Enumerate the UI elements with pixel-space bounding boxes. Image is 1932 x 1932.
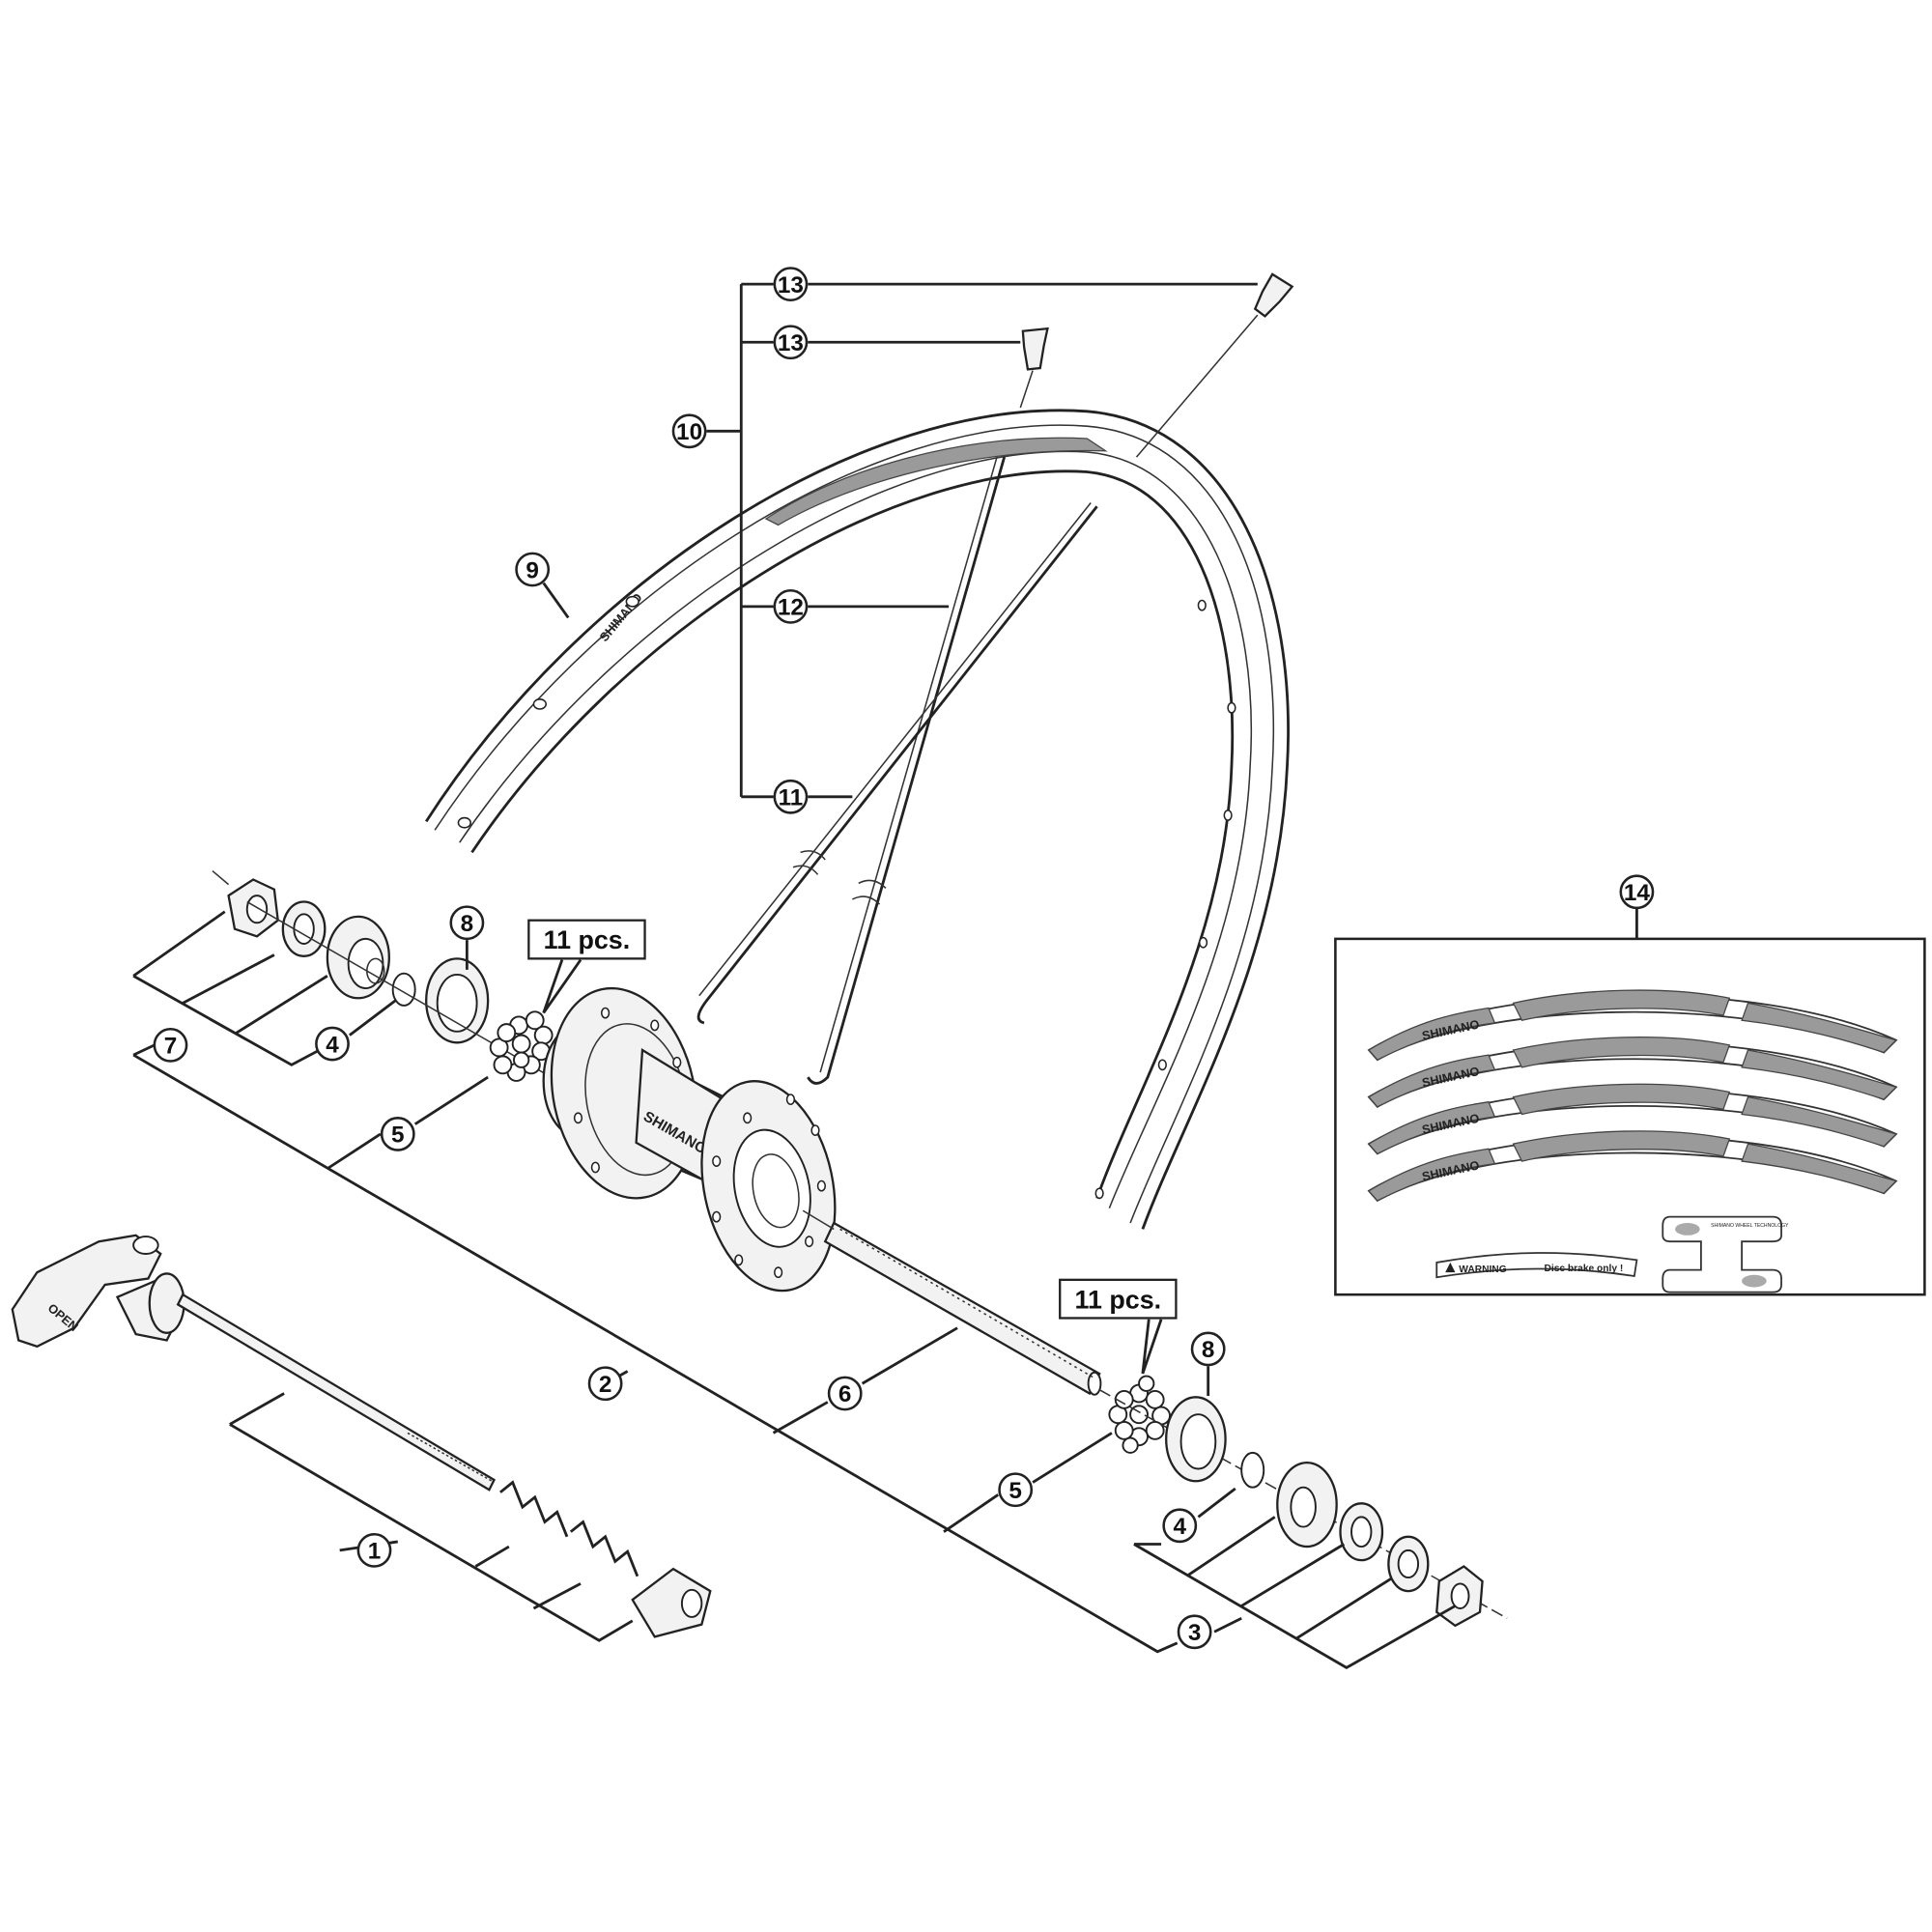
spoke-nipple-13-upper — [1135, 272, 1294, 458]
callout-1: 1 — [356, 1532, 392, 1568]
callout-6: 6 — [827, 1376, 863, 1411]
right-dust-ring — [1240, 1451, 1265, 1489]
callout-5-left: 5 — [380, 1117, 415, 1151]
callout-7: 7 — [153, 1027, 188, 1063]
rim-decal-3: SHIMANO — [1367, 1083, 1898, 1155]
svg-text:12: 12 — [778, 595, 804, 621]
rim-decal — [764, 437, 1108, 526]
callout-10: 10 — [671, 413, 707, 449]
quick-release-spring-2 — [569, 1520, 639, 1577]
svg-text:SHIMANO WHEEL TECHNOLOGY: SHIMANO WHEEL TECHNOLOGY — [1711, 1223, 1789, 1229]
callout-4-left: 4 — [315, 1026, 350, 1062]
left-cone — [326, 915, 390, 1000]
callout-13-upper: 13 — [773, 267, 809, 302]
spoke-nipple-13-lower — [1019, 327, 1049, 409]
quick-release-lever: OPEN — [11, 1234, 187, 1349]
left-locknut — [212, 869, 279, 938]
rim-decal-1: SHIMANO — [1367, 989, 1898, 1062]
quick-release-skewer — [176, 1293, 497, 1492]
wheel-technology-decal: SHIMANO WHEEL TECHNOLOGY — [1662, 1215, 1789, 1293]
left-ball-bearings — [489, 1010, 554, 1082]
svg-text:13: 13 — [778, 272, 804, 298]
hub-body: SHIMANO — [542, 986, 837, 1293]
svg-text:7: 7 — [164, 1034, 178, 1060]
svg-text:5: 5 — [1009, 1478, 1022, 1504]
warning-icon — [1445, 1262, 1456, 1273]
svg-text:5: 5 — [391, 1122, 405, 1149]
callout-8-right: 8 — [1190, 1331, 1226, 1367]
svg-text:11: 11 — [779, 785, 804, 811]
svg-text:11 pcs.: 11 pcs. — [544, 925, 631, 954]
decal-set-box: SHIMANO SHIMANO SHIMANO SHIMANO WARNIN — [1334, 937, 1926, 1296]
callout-5-right: 5 — [998, 1472, 1034, 1508]
svg-text:8: 8 — [461, 911, 474, 937]
right-ball-bearings — [1108, 1375, 1171, 1454]
left-dust-ring — [391, 972, 416, 1007]
svg-text:2: 2 — [599, 1372, 612, 1398]
right-locknut — [1435, 1565, 1484, 1628]
spoke-12 — [807, 456, 1007, 1085]
right-ball-count-label: 11 pcs. — [1059, 1278, 1178, 1375]
bracket-spoke-group — [542, 282, 1258, 799]
svg-text:8: 8 — [1202, 1337, 1215, 1363]
spoke-11 — [696, 501, 1098, 1025]
svg-text:3: 3 — [1188, 1620, 1202, 1646]
callout-14: 14 — [1619, 874, 1655, 910]
svg-text:Disc brake only !: Disc brake only ! — [1545, 1264, 1624, 1274]
svg-text:14: 14 — [1624, 880, 1651, 906]
callout-2: 2 — [587, 1366, 623, 1402]
svg-text:9: 9 — [526, 557, 539, 583]
callout-8-left: 8 — [449, 905, 485, 941]
left-dust-cap — [425, 957, 490, 1044]
svg-text:6: 6 — [838, 1381, 852, 1407]
svg-text:WARNING: WARNING — [1459, 1264, 1506, 1275]
right-cone — [1276, 1461, 1338, 1548]
svg-text:4: 4 — [326, 1032, 339, 1058]
left-group-brackets — [132, 910, 1179, 1654]
callout-11: 11 — [773, 779, 809, 814]
hub-axle — [802, 1209, 1102, 1396]
callout-12: 12 — [773, 588, 809, 624]
warning-decal: WARNING Disc brake only ! — [1435, 1252, 1638, 1279]
left-ball-count-label: 11 pcs. — [527, 919, 646, 1014]
quick-release-spring-1 — [499, 1480, 569, 1538]
rim: SHIMANO — [425, 409, 1290, 1230]
svg-text:13: 13 — [778, 330, 804, 356]
quick-release-adjusting-nut — [631, 1567, 712, 1638]
callout-3: 3 — [1177, 1614, 1212, 1650]
svg-text:4: 4 — [1173, 1514, 1186, 1540]
svg-text:1: 1 — [368, 1539, 382, 1565]
callout-9: 9 — [515, 552, 551, 587]
rim-decal-2: SHIMANO — [1367, 1037, 1898, 1108]
svg-text:10: 10 — [676, 419, 702, 445]
right-dust-cap — [1165, 1396, 1227, 1483]
svg-text:11 pcs.: 11 pcs. — [1075, 1285, 1162, 1314]
callout-13-lower: 13 — [773, 325, 809, 360]
quick-release-brackets — [229, 1392, 634, 1642]
callout-4-right: 4 — [1162, 1508, 1198, 1544]
right-group-brackets — [589, 1326, 1457, 1670]
